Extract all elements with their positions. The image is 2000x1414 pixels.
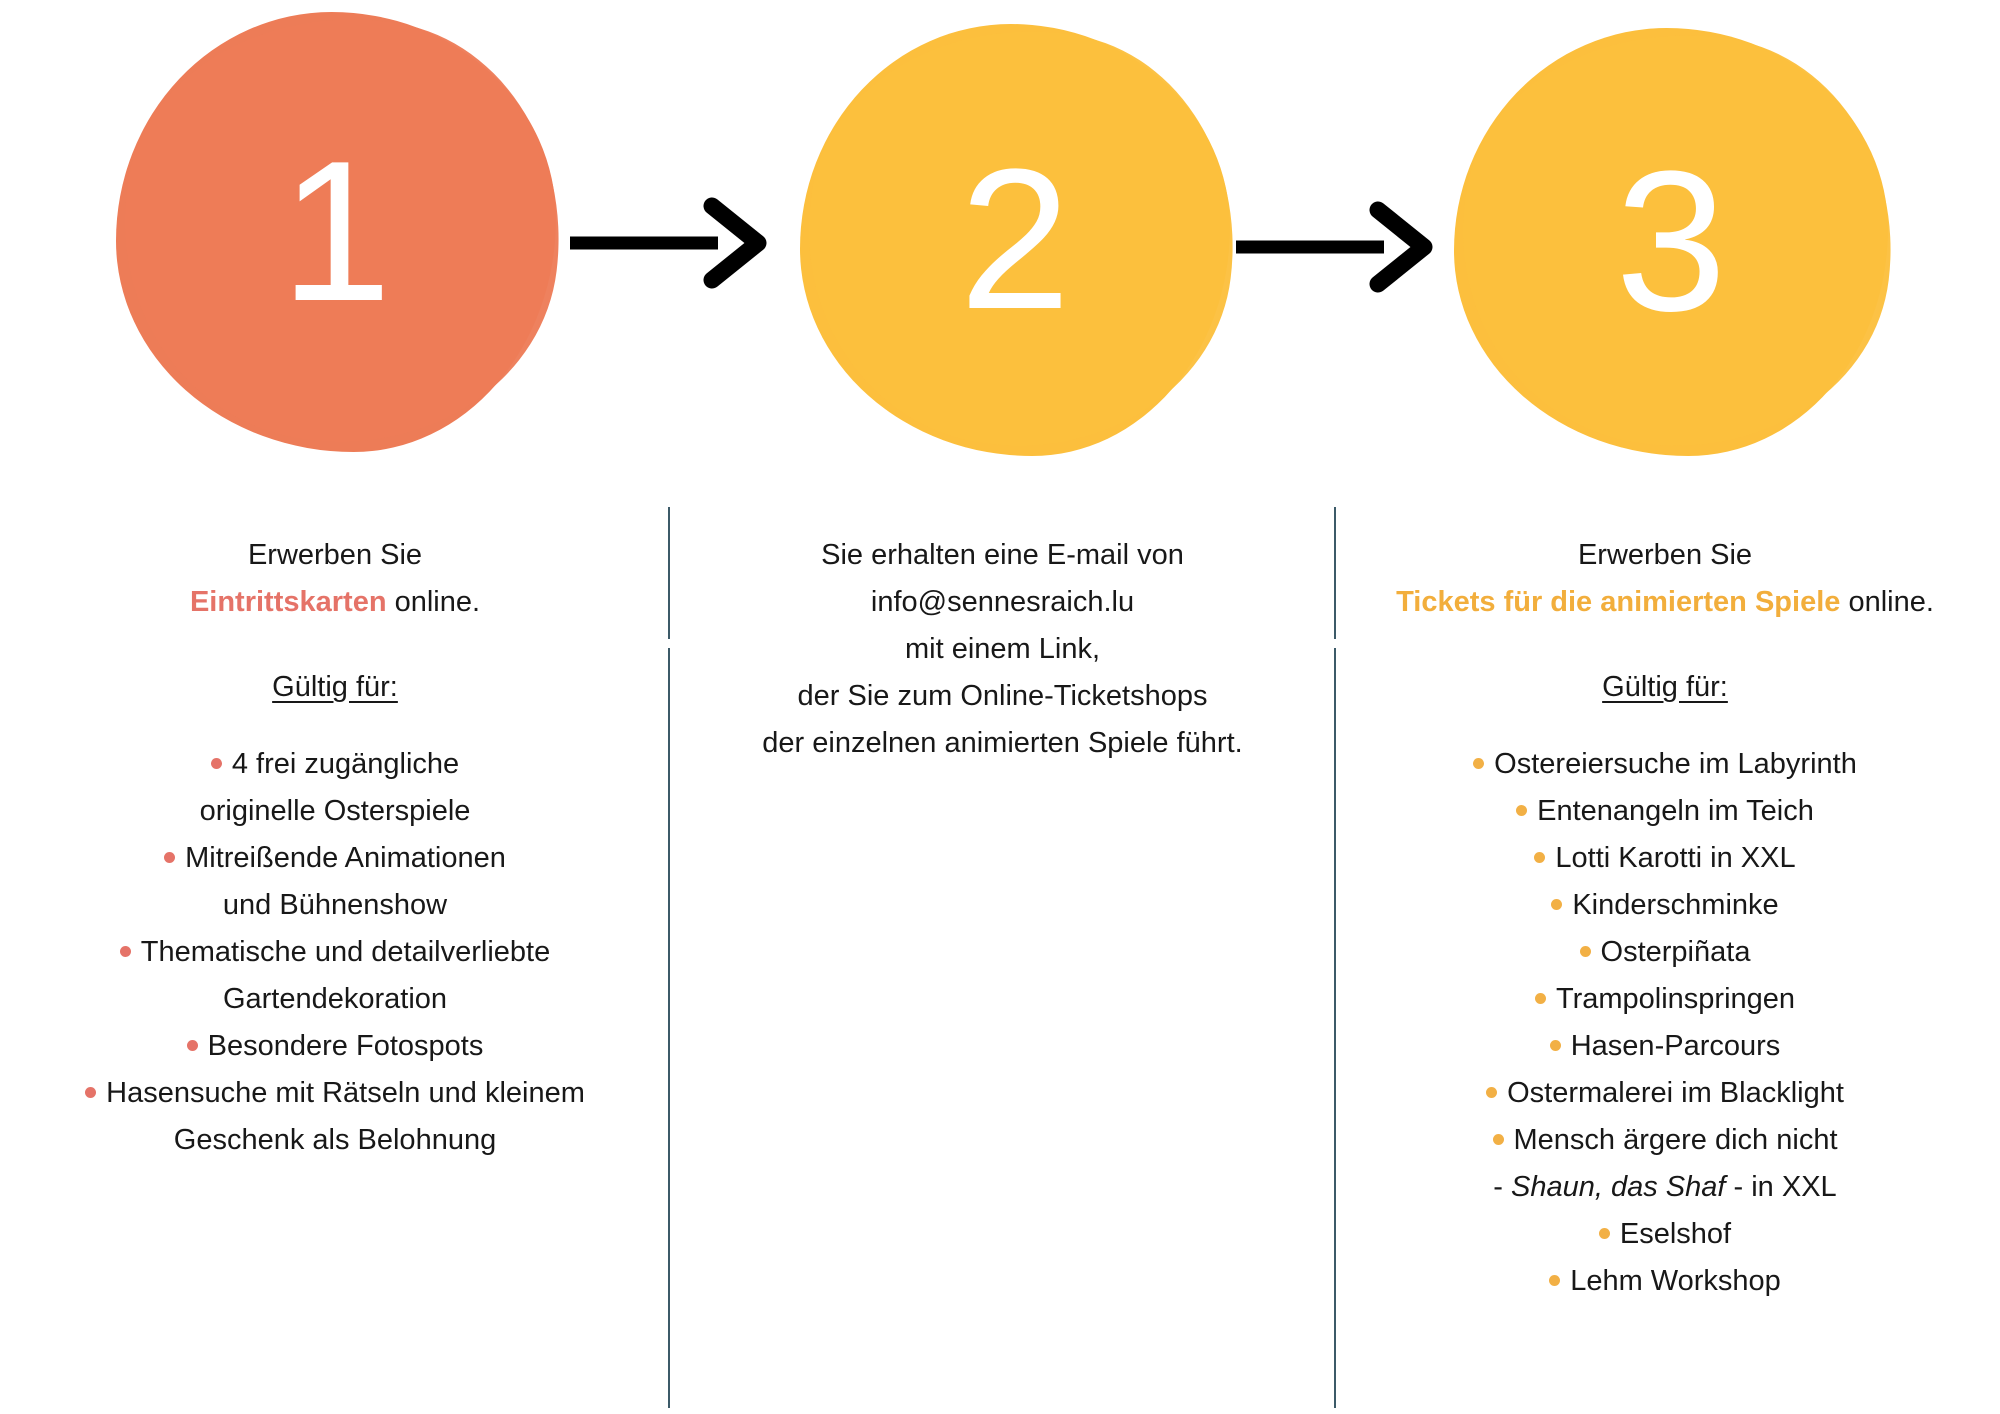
- step-2-text-line: der einzelnen animierten Spiele führt.: [762, 727, 1243, 759]
- bullet-icon: [85, 1086, 97, 1098]
- bullet-icon: [210, 757, 222, 769]
- list-item-continuation: originelle Osterspiele: [199, 795, 471, 827]
- list-item-continuation: und Bühnenshow: [222, 889, 448, 921]
- step-2-text-line: mit einem Link,: [904, 633, 1100, 665]
- intro-suffix: online.: [386, 586, 481, 618]
- list-item: Entenangeln im Teich: [1345, 788, 1985, 835]
- bullet-icon: [1598, 1227, 1610, 1239]
- step-2-text-line: info@sennesraich.lu: [870, 586, 1135, 618]
- list-item: Ostermalerei im Blacklight: [1345, 1070, 1985, 1117]
- bullet-icon: [1473, 757, 1485, 769]
- bullet-icon: [164, 851, 176, 863]
- intro-text: Erwerben Sie: [247, 539, 423, 571]
- bullet-icon: [1492, 1133, 1504, 1145]
- column-divider: [668, 648, 670, 1408]
- bullet-icon: [1534, 851, 1546, 863]
- step-1-number: 1: [280, 120, 392, 343]
- step-3-bullet-list: Ostereiersuche im Labyrinth Entenangeln …: [1345, 741, 1985, 1305]
- list-item: Lehm Workshop: [1345, 1258, 1985, 1305]
- step-1-intro: Erwerben Sie Eintrittskarten online.: [25, 532, 645, 626]
- list-item: Osterpiñata: [1345, 929, 1985, 976]
- column-divider: [668, 507, 670, 639]
- step-3-subheading: Gültig für:: [1602, 671, 1728, 703]
- arrow-right-icon: [570, 197, 767, 289]
- step-1-column: Erwerben Sie Eintrittskarten online. Gül…: [25, 532, 645, 1164]
- list-item: Trampolinspringen: [1345, 976, 1985, 1023]
- step-2-text-line: der Sie zum Online-Ticketshops: [797, 680, 1208, 712]
- list-item-continuation: Gartendekoration: [222, 983, 448, 1015]
- step-2-column: Sie erhalten eine E-mail von info@sennes…: [680, 532, 1325, 767]
- arrow-right-icon: [1236, 201, 1433, 293]
- italic-text: Shaun, das Shaf: [1511, 1171, 1726, 1203]
- step-1-subheading: Gültig für:: [272, 671, 398, 703]
- list-item-continuation: Geschenk als Belohnung: [173, 1124, 497, 1156]
- bullet-icon: [1534, 992, 1546, 1004]
- step-1-circle: 1: [99, 0, 585, 467]
- list-item: Hasensuche mit Rätseln und kleinem: [25, 1070, 645, 1117]
- list-item: Kinderschminke: [1345, 882, 1985, 929]
- list-item: Hasen-Parcours: [1345, 1023, 1985, 1070]
- step-3-number: 3: [1615, 130, 1727, 353]
- intro-highlight: Tickets für die animierten Spiele: [1396, 586, 1841, 618]
- list-item-continuation: - Shaun, das Shaf - in XXL: [1493, 1171, 1837, 1203]
- step-1-bullet-list: 4 frei zugängliche originelle Osterspiel…: [25, 741, 645, 1164]
- column-divider: [1334, 507, 1336, 639]
- bullet-icon: [1579, 945, 1591, 957]
- bullet-icon: [1486, 1086, 1498, 1098]
- bullet-icon: [1551, 898, 1563, 910]
- list-item: Mensch ärgere dich nicht: [1345, 1117, 1985, 1164]
- list-item: Eselshof: [1345, 1211, 1985, 1258]
- list-item: Mitreißende Animationen: [25, 835, 645, 882]
- list-item: Lotti Karotti in XXL: [1345, 835, 1985, 882]
- intro-suffix: online.: [1840, 586, 1934, 618]
- bullet-icon: [186, 1039, 198, 1051]
- bullet-icon: [1516, 804, 1528, 816]
- bullet-icon: [119, 945, 131, 957]
- step-3-column: Erwerben Sie Tickets für die animierten …: [1345, 532, 1985, 1305]
- list-item: Ostereiersuche im Labyrinth: [1345, 741, 1985, 788]
- list-item: 4 frei zugängliche: [25, 741, 645, 788]
- bullet-icon: [1549, 1274, 1561, 1286]
- list-item: Besondere Fotospots: [25, 1023, 645, 1070]
- column-divider: [1334, 648, 1336, 1408]
- step-3-circle: 3: [1438, 9, 1916, 471]
- bullet-icon: [1549, 1039, 1561, 1051]
- intro-text: Erwerben Sie: [1577, 539, 1753, 571]
- intro-highlight: Eintrittskarten: [189, 586, 387, 618]
- step-2-text-line: Sie erhalten eine E-mail von: [821, 539, 1184, 571]
- step-3-intro: Erwerben Sie Tickets für die animierten …: [1345, 532, 1985, 626]
- list-item: Thematische und detailverliebte: [25, 929, 645, 976]
- step-2-circle: 2: [784, 5, 1258, 471]
- step-2-number: 2: [959, 128, 1071, 351]
